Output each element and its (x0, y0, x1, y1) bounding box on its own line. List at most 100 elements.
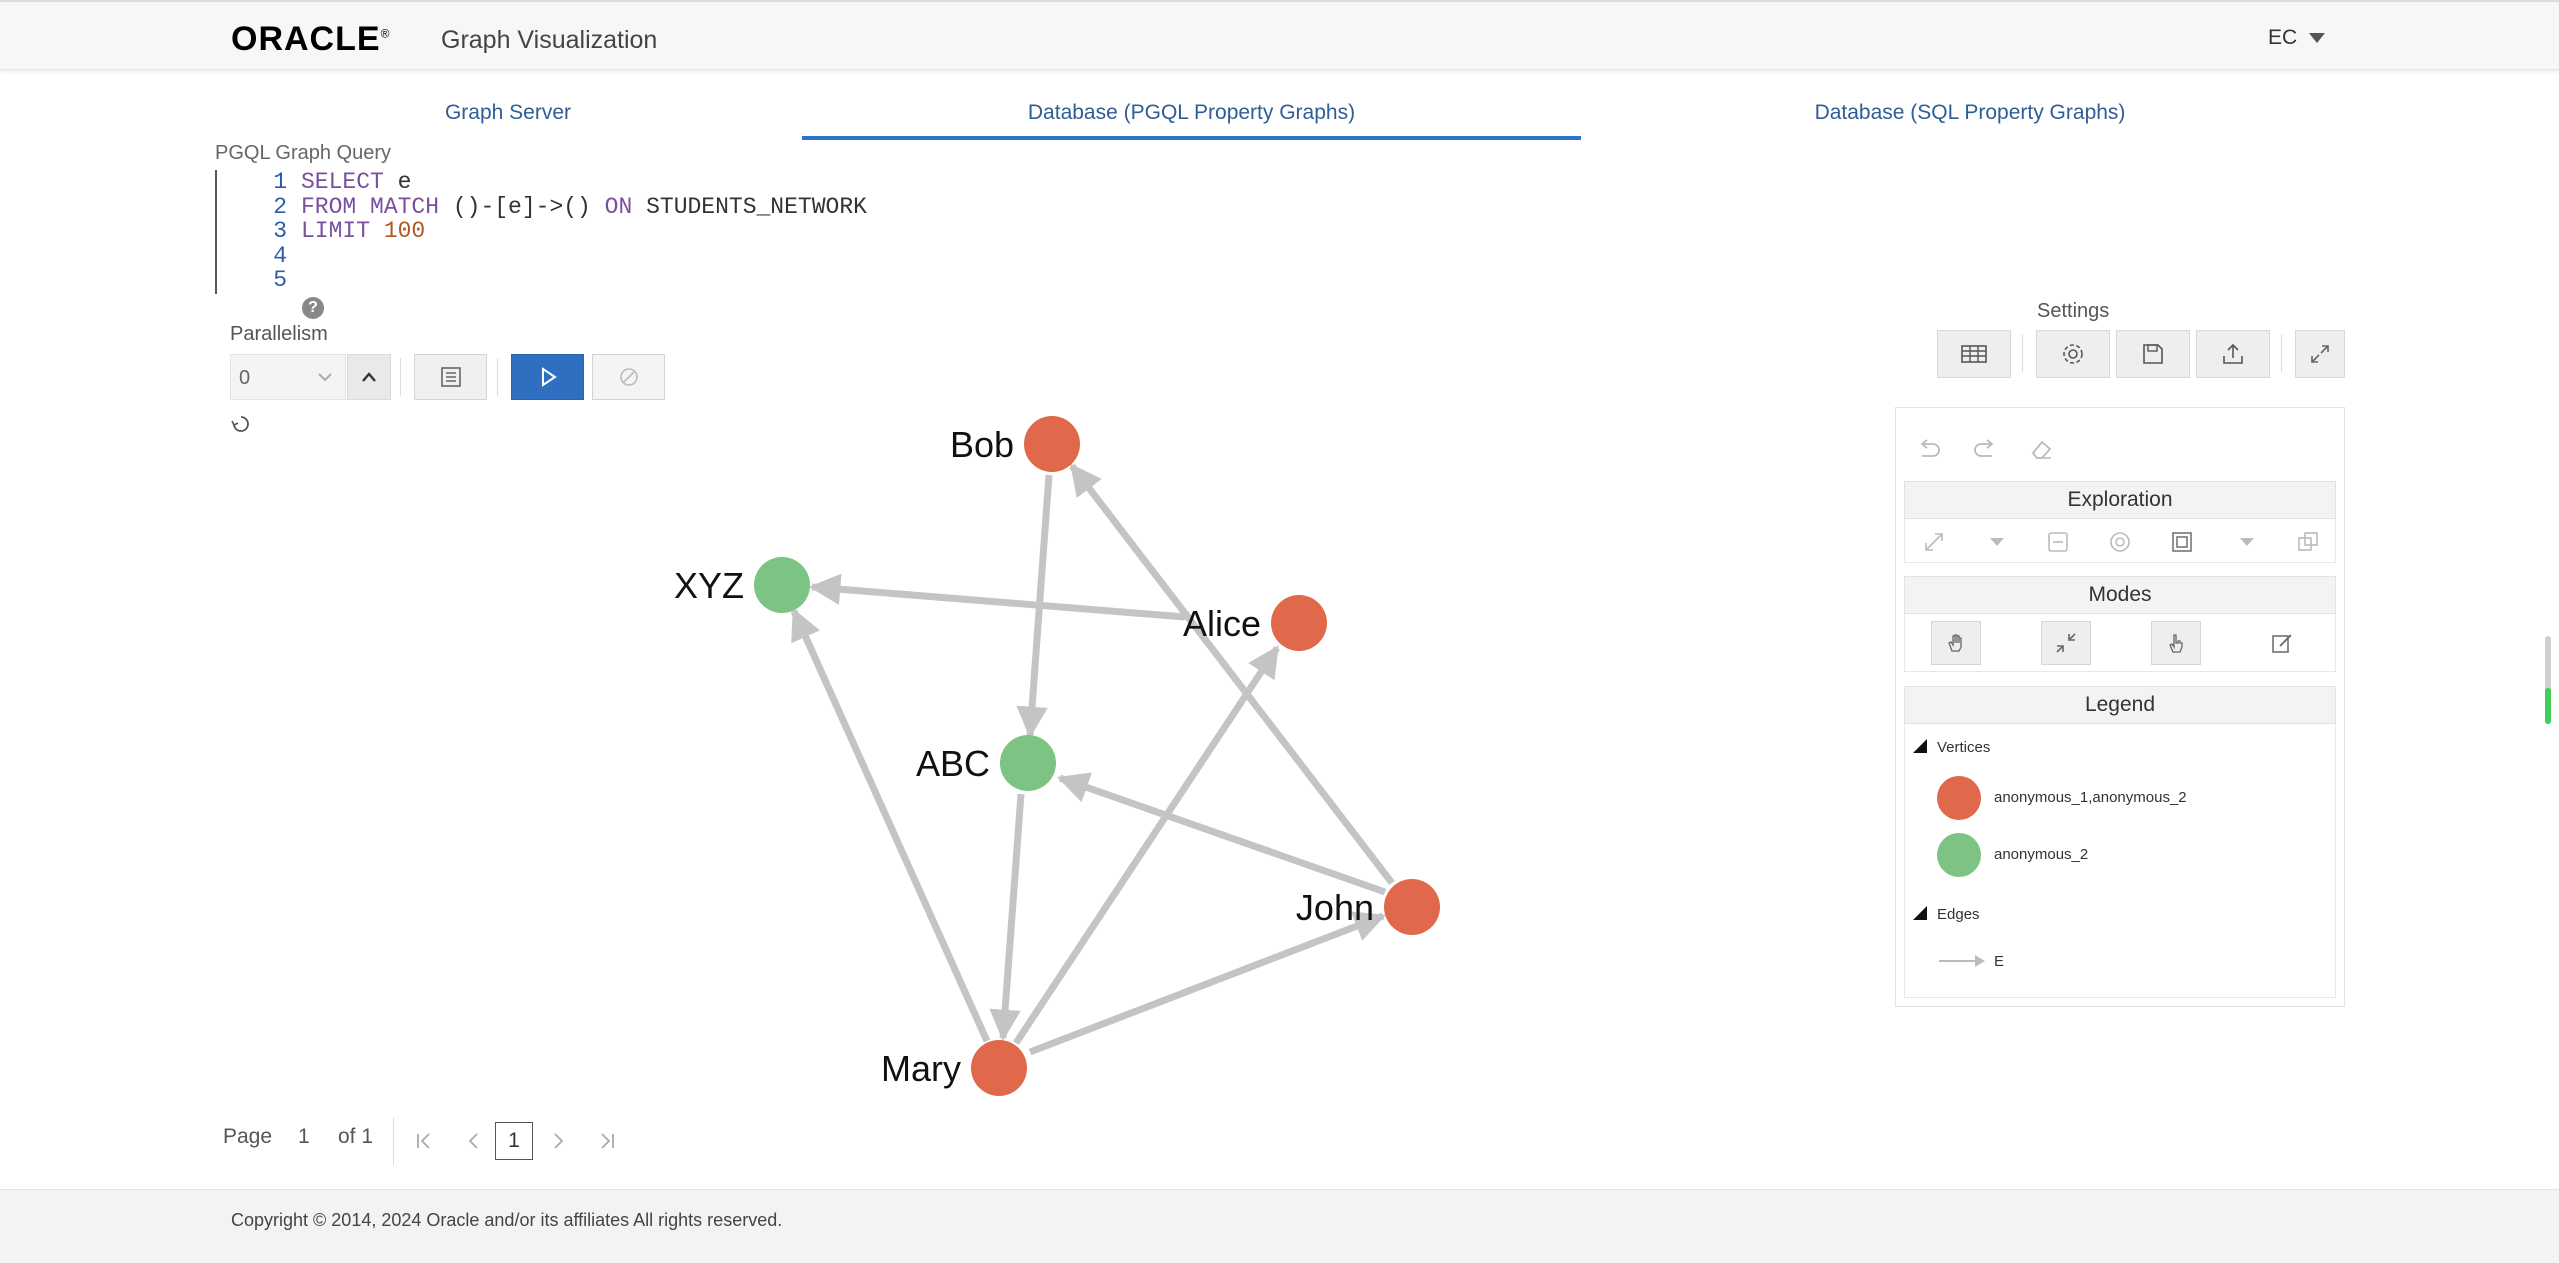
query-label: PGQL Graph Query (215, 142, 391, 164)
vertex-label: Bob (950, 424, 1014, 465)
edge-mary-alice[interactable] (1013, 645, 1280, 1045)
fullscreen-button[interactable] (2295, 330, 2345, 378)
reset-icon[interactable] (231, 414, 251, 439)
vertex-bob[interactable]: Bob (950, 416, 1080, 472)
exploration-header: Exploration (1904, 481, 2336, 519)
edge-alice-xyz[interactable] (808, 573, 1186, 621)
undo-icon[interactable] (1916, 438, 1942, 460)
edges-label: Edges (1937, 906, 1980, 923)
caret-down-icon[interactable] (2239, 537, 2255, 547)
current-page-input[interactable]: 1 (495, 1122, 533, 1160)
line-number: 3 (273, 218, 287, 244)
chevron-up-icon (362, 372, 376, 382)
pan-mode-button[interactable] (1931, 621, 1981, 665)
list-icon (440, 367, 461, 387)
line-number: 2 (273, 193, 287, 220)
table-icon (1961, 345, 1987, 363)
vertex-label: Mary (881, 1048, 961, 1089)
parallelism-value: 0 (239, 367, 251, 389)
page-label: Page (223, 1125, 273, 1148)
code-line: LIMIT 100 (301, 218, 426, 244)
graph-canvas[interactable]: Bob XYZ Alice ABC John Mary (640, 400, 2140, 1120)
cancel-query-button[interactable] (592, 354, 665, 400)
scrollbar-thumb[interactable] (2545, 688, 2551, 724)
tab-database-sql[interactable]: Database (SQL Property Graphs) (1814, 101, 2126, 124)
first-page-icon[interactable] (414, 1131, 436, 1151)
legend-edge-label: E (1994, 953, 2005, 970)
save-button[interactable] (2116, 330, 2190, 378)
format-query-button[interactable] (414, 354, 487, 400)
vertex-mary[interactable]: Mary (881, 1040, 1027, 1096)
vertex-label: ABC (916, 743, 990, 784)
divider (2281, 334, 2282, 372)
vertex-xyz[interactable]: XYZ (674, 557, 810, 613)
play-icon (541, 367, 557, 387)
next-page-icon[interactable] (547, 1131, 569, 1151)
expand-icon[interactable] (1923, 531, 1945, 553)
sticky-mode-button[interactable] (2041, 621, 2091, 665)
group-icon[interactable] (2171, 531, 2193, 553)
edge-mary-xyz[interactable] (790, 608, 991, 1043)
export-button[interactable] (2196, 330, 2270, 378)
tab-database-pgql[interactable]: Database (PGQL Property Graphs) (802, 96, 1581, 140)
increment-button[interactable] (347, 354, 391, 400)
gear-icon (2063, 344, 2083, 364)
edge-abc-mary[interactable] (989, 793, 1025, 1042)
chevron-down-icon (2309, 33, 2326, 43)
legend-item-label: anonymous_2 (1994, 846, 2089, 863)
collapse-icon[interactable] (2047, 531, 2069, 553)
user-menu[interactable]: EC (2268, 26, 2326, 50)
footer: Copyright © 2014, 2024 Oracle and/or its… (0, 1189, 2559, 1263)
query-editor[interactable]: 1 2 3 4 5 SELECT e FROM MATCH ()-[e]->()… (215, 170, 1115, 294)
vertices-label: Vertices (1937, 739, 1991, 756)
copyright-text: Copyright © 2014, 2024 Oracle and/or its… (231, 1210, 783, 1230)
legend-item-label: anonymous_1,anonymous_2 (1994, 789, 2187, 806)
divider (400, 358, 401, 396)
edge-john-bob[interactable] (1069, 463, 1395, 886)
eraser-icon[interactable] (2029, 438, 2055, 460)
vertex-abc[interactable]: ABC (916, 735, 1056, 791)
scrollbar-track[interactable] (2545, 636, 2551, 724)
vertex-john[interactable]: John (1296, 879, 1440, 935)
redo-icon[interactable] (1972, 438, 1998, 460)
cancel-icon (619, 368, 638, 386)
save-icon (2143, 344, 2163, 364)
divider (2022, 334, 2023, 372)
logo-text: ORACLE (231, 20, 381, 58)
tab-bar: Graph Server Database (PGQL Property Gra… (215, 96, 2345, 140)
hand-icon (1948, 634, 1962, 652)
page-total: of 1 (338, 1125, 374, 1148)
expand-icon (2311, 345, 2329, 363)
legend-swatch-green (1937, 833, 1981, 877)
last-page-icon[interactable] (595, 1131, 617, 1151)
ungroup-icon[interactable] (2297, 531, 2319, 553)
vertex-label: Alice (1183, 603, 1261, 644)
vertex-label: John (1296, 887, 1374, 928)
focus-icon[interactable] (2109, 531, 2131, 553)
collapse-triangle-icon[interactable] (1913, 906, 1927, 920)
divider (497, 358, 498, 396)
table-view-button[interactable] (1937, 330, 2011, 378)
code-line: SELECT e (301, 169, 412, 195)
edit-mode-button[interactable] (2257, 621, 2307, 665)
collapse-triangle-icon[interactable] (1913, 739, 1927, 753)
app-title: Graph Visualization (441, 26, 658, 54)
divider (393, 1117, 394, 1165)
previous-page-icon[interactable] (463, 1131, 485, 1151)
help-icon[interactable]: ? (302, 297, 324, 319)
decrement-button[interactable] (305, 354, 345, 400)
select-mode-button[interactable] (2151, 621, 2201, 665)
caret-down-icon[interactable] (1989, 537, 2005, 547)
vertex-label: XYZ (674, 565, 744, 606)
tab-graph-server[interactable]: Graph Server (444, 101, 572, 124)
user-initials: EC (2268, 26, 2298, 49)
run-query-button[interactable] (511, 354, 584, 400)
settings-label: Settings (2037, 300, 2110, 322)
settings-button[interactable] (2036, 330, 2110, 378)
edge-john-abc[interactable] (1057, 772, 1387, 896)
upload-icon (2223, 343, 2243, 364)
vertex-alice[interactable]: Alice (1183, 595, 1327, 651)
app-header: ORACLE® Graph Visualization EC (0, 0, 2559, 70)
edge-mary-john[interactable] (1028, 911, 1386, 1056)
visualization-panel: Exploration Modes Legend Vertices anonym… (1895, 407, 2345, 1007)
